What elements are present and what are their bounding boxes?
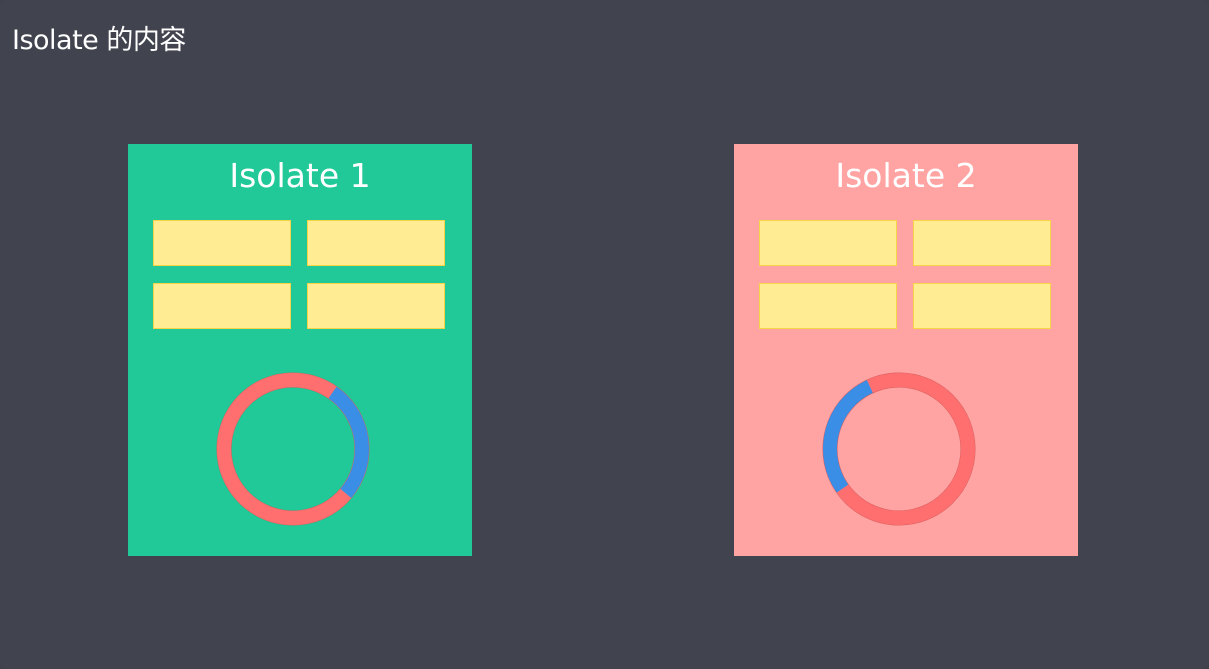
event-loop-ring (822, 372, 976, 526)
page-title: Isolate 的内容 (12, 25, 186, 56)
memory-block (307, 283, 445, 329)
ring-inner-edge (230, 386, 356, 512)
ring-main-arc (217, 373, 352, 525)
memory-block (307, 220, 445, 266)
memory-block (759, 283, 897, 329)
memory-block (913, 220, 1051, 266)
memory-block (153, 220, 291, 266)
isolate-2-title: Isolate 2 (835, 156, 977, 195)
ring-main-arc (836, 373, 975, 525)
event-loop-ring (216, 372, 370, 526)
memory-block (913, 283, 1051, 329)
isolate-2-panel: Isolate 2 (734, 144, 1078, 556)
ring-accent-arc (328, 386, 369, 498)
isolate-1-title: Isolate 1 (229, 156, 371, 195)
memory-block (153, 283, 291, 329)
memory-block (759, 220, 897, 266)
isolate-1-panel: Isolate 1 (128, 144, 472, 556)
ring-inner-edge (836, 386, 962, 512)
ring-accent-arc (823, 380, 873, 493)
